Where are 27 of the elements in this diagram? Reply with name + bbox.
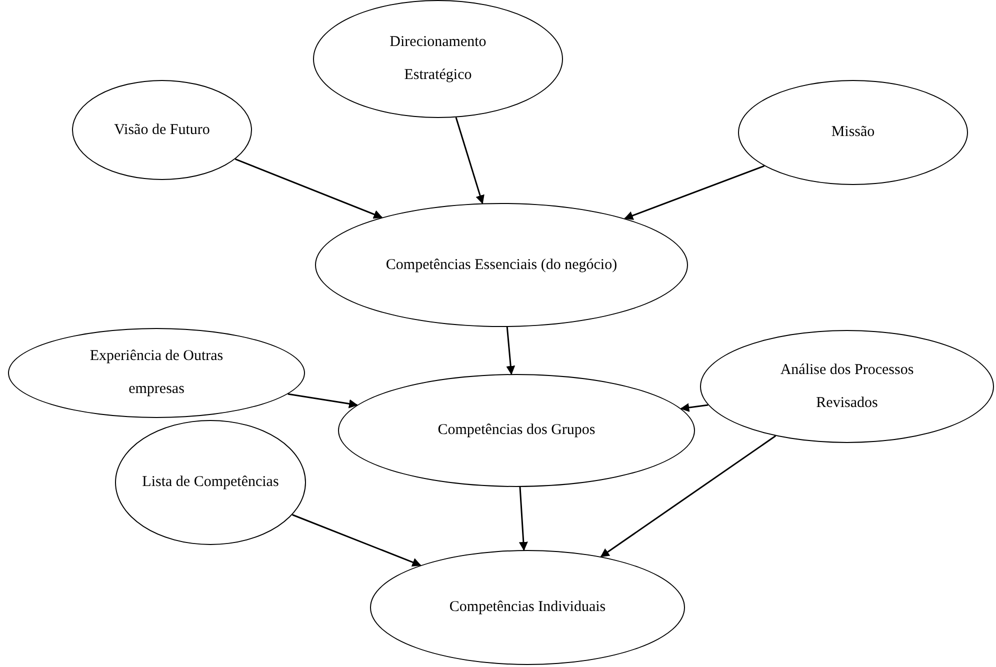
node-label: Visão de Futuro [113, 120, 211, 140]
concept-ellipse [72, 80, 252, 180]
node-label: Experiência de Outras empresas [88, 347, 224, 399]
node-label: Direcionamento Estratégico [388, 33, 488, 85]
arrow [288, 393, 358, 408]
node-label: Missão [830, 123, 876, 142]
node-label: Competências dos Grupos [436, 421, 596, 440]
arrow [455, 117, 484, 204]
concept-ellipse [700, 330, 994, 443]
arrow [506, 326, 516, 375]
arrow [234, 158, 383, 219]
arrow [624, 165, 765, 220]
concept-ellipse [738, 80, 968, 185]
concept-ellipse [370, 550, 685, 665]
arrow [518, 486, 528, 551]
concept-ellipse [315, 203, 688, 327]
node-label: Competências Individuais [448, 598, 607, 617]
node-label: Lista de Competências [141, 473, 280, 492]
arrow [600, 435, 776, 558]
arrow [680, 403, 708, 412]
concept-ellipse [313, 0, 563, 118]
concept-ellipse [8, 328, 305, 418]
concept-ellipse [338, 374, 695, 487]
node-label: Análise dos Processos Revisados [779, 360, 915, 412]
concept-ellipse [115, 420, 306, 545]
node-label: Competências Essenciais (do negócio) [384, 256, 618, 274]
arrow [292, 514, 422, 567]
